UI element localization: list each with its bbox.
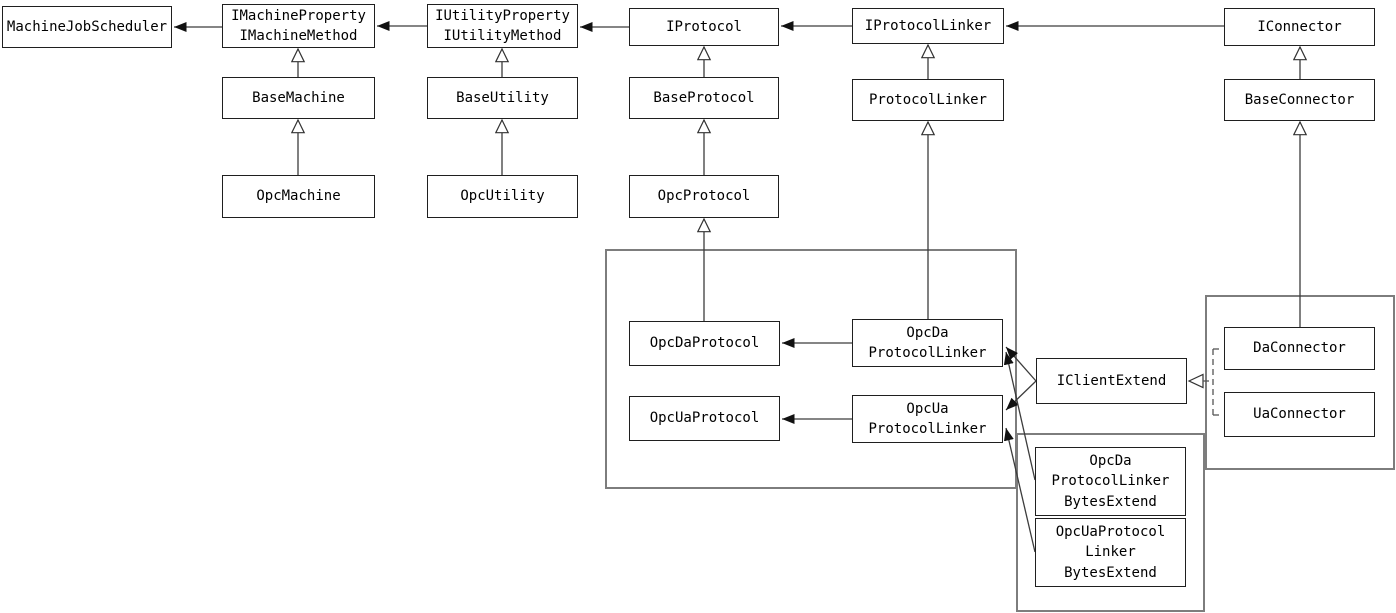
class-box-iconnector: IConnector [1224, 8, 1375, 46]
class-box-opcuaprotocol: OpcUaProtocol [629, 396, 780, 441]
opc-protocol-group-frame [605, 249, 1017, 489]
class-box-uaconnector: UaConnector [1224, 392, 1375, 437]
class-box-opcprotocol: OpcProtocol [629, 175, 779, 218]
class-box-imachine-property-method: IMachineProperty IMachineMethod [222, 4, 375, 48]
edge-iclientextend-to-opcdaprotocollinker [1005, 346, 1037, 382]
edge-opcuabytesextend-to-opcuaprotocollinker [1003, 427, 1036, 553]
class-box-daconnector: DaConnector [1224, 327, 1375, 370]
class-box-iutility-property-method: IUtilityProperty IUtilityMethod [427, 4, 578, 48]
class-box-machine-job-scheduler: MachineJobScheduler [2, 6, 172, 48]
class-box-basemachine: BaseMachine [222, 77, 375, 119]
class-box-opcua-protocollinker-bytesextend: OpcUaProtocol Linker BytesExtend [1035, 518, 1186, 587]
class-box-baseprotocol: BaseProtocol [629, 77, 779, 119]
edge-opcdabytesextend-to-opcdaprotocollinker [1003, 351, 1036, 481]
class-box-opcua-protocollinker: OpcUa ProtocolLinker [852, 395, 1003, 443]
class-box-baseutility: BaseUtility [427, 77, 578, 119]
hollow-triangle-icon [1187, 373, 1204, 389]
class-box-opcdaprotocol: OpcDaProtocol [629, 321, 780, 366]
bytes-extend-group-frame [1016, 433, 1205, 612]
class-box-opcmachine: OpcMachine [222, 175, 375, 218]
class-box-opcda-protocollinker-bytesextend: OpcDa ProtocolLinker BytesExtend [1035, 447, 1186, 516]
class-box-opcutility: OpcUtility [427, 175, 578, 218]
class-box-opcda-protocollinker: OpcDa ProtocolLinker [852, 319, 1003, 367]
edge-iclientextend-to-opcuaprotocollinker [1005, 380, 1037, 411]
edge-connectors-to-iclientextend-dashed [1187, 348, 1223, 416]
class-box-iprotocollinker: IProtocolLinker [852, 8, 1004, 44]
class-box-baseconnector: BaseConnector [1224, 79, 1375, 121]
class-box-protocollinker: ProtocolLinker [852, 79, 1004, 121]
class-box-iclientextend: IClientExtend [1036, 358, 1187, 404]
class-box-iprotocol: IProtocol [629, 8, 779, 46]
